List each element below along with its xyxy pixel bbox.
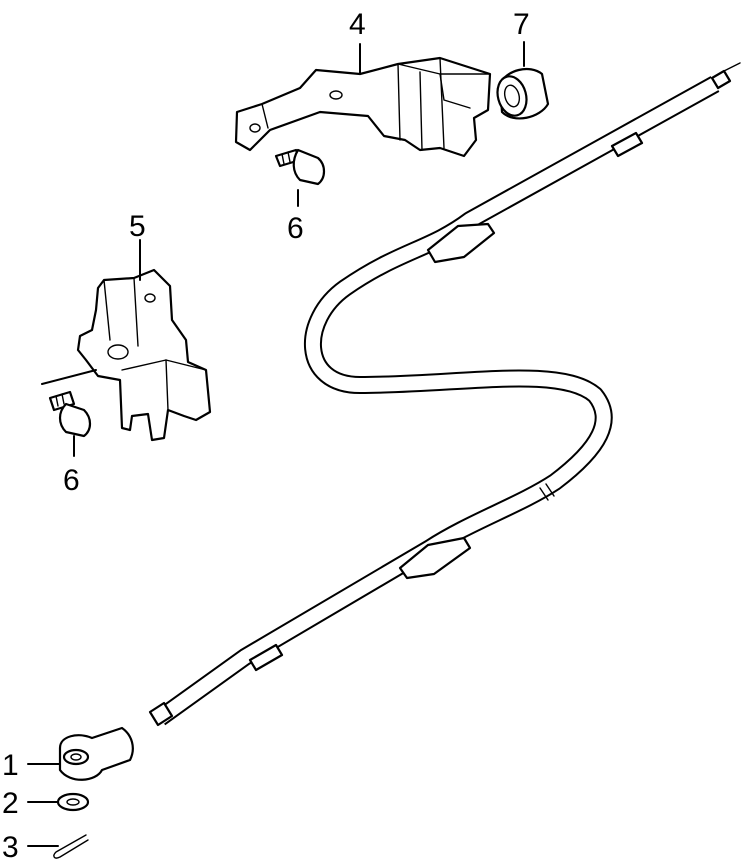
callout-2: 2 xyxy=(2,787,19,820)
cable-end-joint xyxy=(58,726,134,781)
washer xyxy=(56,792,90,812)
cotter-pin xyxy=(53,834,89,859)
callout-6-upper: 6 xyxy=(287,212,304,245)
callout-7: 7 xyxy=(513,8,530,41)
callout-4: 4 xyxy=(349,8,366,41)
cable-assembly xyxy=(148,62,741,727)
upper-bracket xyxy=(234,56,492,158)
leader-lines xyxy=(27,41,525,847)
grommet xyxy=(496,67,550,120)
callout-3: 3 xyxy=(2,831,19,864)
callout-6-lower: 6 xyxy=(63,464,80,497)
lower-bracket xyxy=(76,268,212,442)
bolt-lower xyxy=(48,390,92,438)
callout-1: 1 xyxy=(2,749,19,782)
callout-5: 5 xyxy=(129,210,146,243)
bolt-upper xyxy=(274,148,326,186)
